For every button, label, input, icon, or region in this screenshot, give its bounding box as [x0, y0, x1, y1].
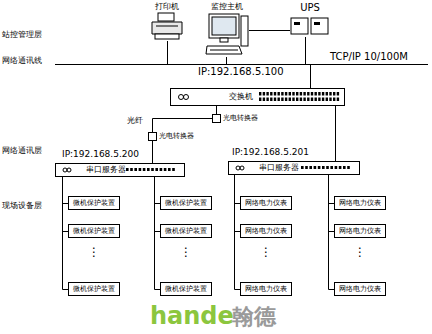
- connector: [216, 106, 217, 114]
- node-text: 微机保护装置: [165, 285, 207, 293]
- node-text: 光电转换器: [159, 132, 194, 140]
- ups-icon: UPS: [290, 2, 330, 36]
- ip-label: IP:192.168.5.200: [62, 149, 139, 160]
- serial-server: 串口服务器: [228, 161, 360, 175]
- node-text: 微机保护装置: [73, 285, 115, 293]
- ellipsis: ⋮: [260, 245, 272, 259]
- ellipsis: ⋮: [354, 245, 366, 259]
- host-icon: 监控主机: [205, 2, 249, 56]
- ellipsis: ⋮: [180, 245, 192, 259]
- device-box: 微机保护装置: [160, 196, 212, 210]
- network-bus: [55, 64, 428, 65]
- node-text: 打印机: [150, 2, 184, 12]
- connector: [152, 141, 153, 163]
- ip-label: IP:192.168.5.100: [198, 66, 284, 78]
- node-text: 串口服务器: [86, 165, 126, 175]
- switch-box: 交换机: [170, 88, 345, 106]
- node-text: 微机保护装置: [165, 227, 207, 235]
- switch-uplink: [310, 65, 311, 88]
- node-text: UPS: [290, 2, 330, 14]
- device-box: 微机保护装置: [68, 224, 120, 238]
- protocol-label: TCP/IP 10/100M: [330, 51, 408, 63]
- watermark: 翰德: [232, 304, 276, 330]
- converter-icon: [148, 132, 157, 141]
- node-text: 微机保护装置: [73, 199, 115, 207]
- device-box: 网络电力仪表: [240, 196, 292, 210]
- ip-label: IP:192.168.5.201: [232, 147, 309, 158]
- icon-art: [290, 14, 330, 36]
- watermark: hande: [150, 302, 234, 331]
- node-text: 网络电力仪表: [245, 285, 287, 293]
- icon-art: [205, 12, 249, 56]
- bus-drop: [305, 37, 306, 64]
- ellipsis: ⋮: [88, 245, 100, 259]
- device-box: 网络电力仪表: [334, 282, 386, 296]
- power-link: [249, 30, 290, 31]
- node-text: 串口服务器: [259, 163, 299, 173]
- node-text: 微机保护装置: [73, 227, 115, 235]
- device-box: 网络电力仪表: [240, 224, 292, 238]
- icon-art: [150, 12, 184, 40]
- device-box: 网络电力仪表: [334, 196, 386, 210]
- device-box: 微机保护装置: [160, 282, 212, 296]
- layer-label: 网络通讯层: [2, 146, 42, 156]
- layer-label: 网络通讯线: [2, 56, 42, 66]
- converter: 光电转换器: [212, 114, 258, 123]
- bus-drop: [167, 41, 168, 64]
- converter-icon: [212, 114, 221, 123]
- layer-label: 站控管理层: [2, 30, 42, 40]
- node-text: 网络电力仪表: [245, 199, 287, 207]
- node-text: 网络电力仪表: [245, 227, 287, 235]
- node-text: 监控主机: [205, 2, 249, 12]
- device-box: 微机保护装置: [68, 282, 120, 296]
- device-box: 微机保护装置: [68, 196, 120, 210]
- edge-label: 光纤: [126, 116, 144, 126]
- converter: 光电转换器: [148, 132, 194, 141]
- node-text: 网络电力仪表: [339, 285, 381, 293]
- serial-server: 串口服务器: [55, 163, 185, 177]
- connector: [335, 106, 336, 161]
- connector: [153, 119, 213, 133]
- device-box: 网络电力仪表: [240, 282, 292, 296]
- port-art: [171, 89, 344, 105]
- printer-icon: 打印机: [150, 2, 184, 40]
- node-text: 网络电力仪表: [339, 199, 381, 207]
- node-text: 交换机: [229, 92, 253, 102]
- node-text: 微机保护装置: [165, 199, 207, 207]
- node-text: 网络电力仪表: [339, 227, 381, 235]
- bus-drop: [226, 57, 227, 64]
- device-box: 微机保护装置: [160, 224, 212, 238]
- device-box: 网络电力仪表: [334, 224, 386, 238]
- layer-label: 现场设备层: [2, 201, 42, 211]
- node-text: 光电转换器: [223, 114, 258, 122]
